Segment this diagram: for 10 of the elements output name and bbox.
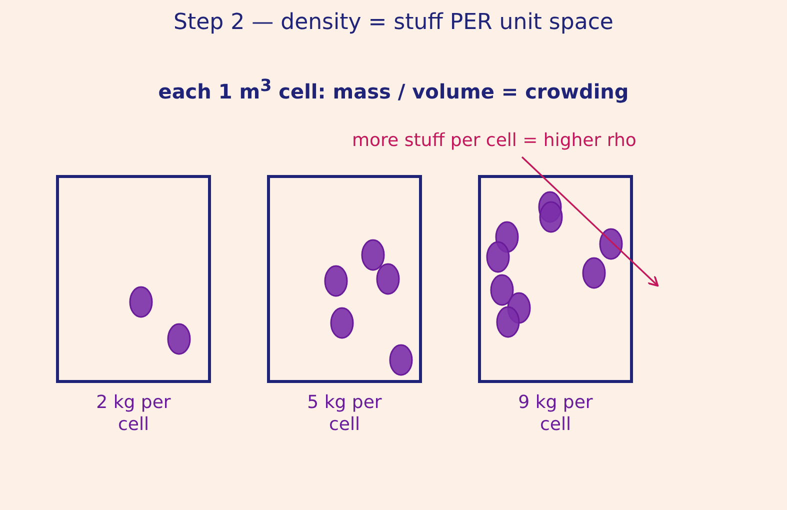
cell-caption: 9 kg per cell — [517, 392, 594, 436]
annotation-text: more stuff per cell = higher rho — [352, 130, 662, 151]
cell-box — [56, 175, 211, 383]
cell-box — [478, 175, 633, 383]
subtitle: each 1 m$^{3}$ cell: mass / volume = crowding — [157, 76, 630, 104]
cell-caption: 2 kg per cell — [95, 392, 172, 436]
title: Step 2 — density = stuff PER unit space — [172, 10, 614, 35]
cell-box — [267, 175, 422, 383]
cell-caption: 5 kg per cell — [306, 392, 383, 436]
leader-arrow — [521, 156, 659, 287]
